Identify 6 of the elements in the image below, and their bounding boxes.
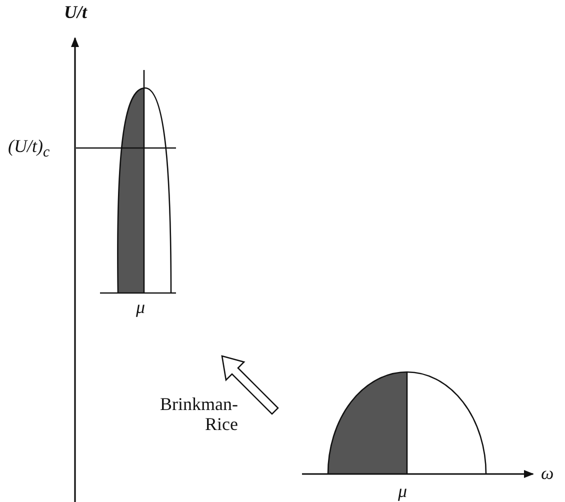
tick-label: μ — [398, 481, 408, 501]
tick-label: μ — [136, 297, 146, 317]
axis-label: U/t — [64, 2, 88, 22]
annotation-text: Brinkman- Rice — [159, 394, 238, 434]
threshold-label: (U/t)$_{c}$ — [8, 136, 51, 163]
axis-label: ω — [541, 463, 554, 483]
